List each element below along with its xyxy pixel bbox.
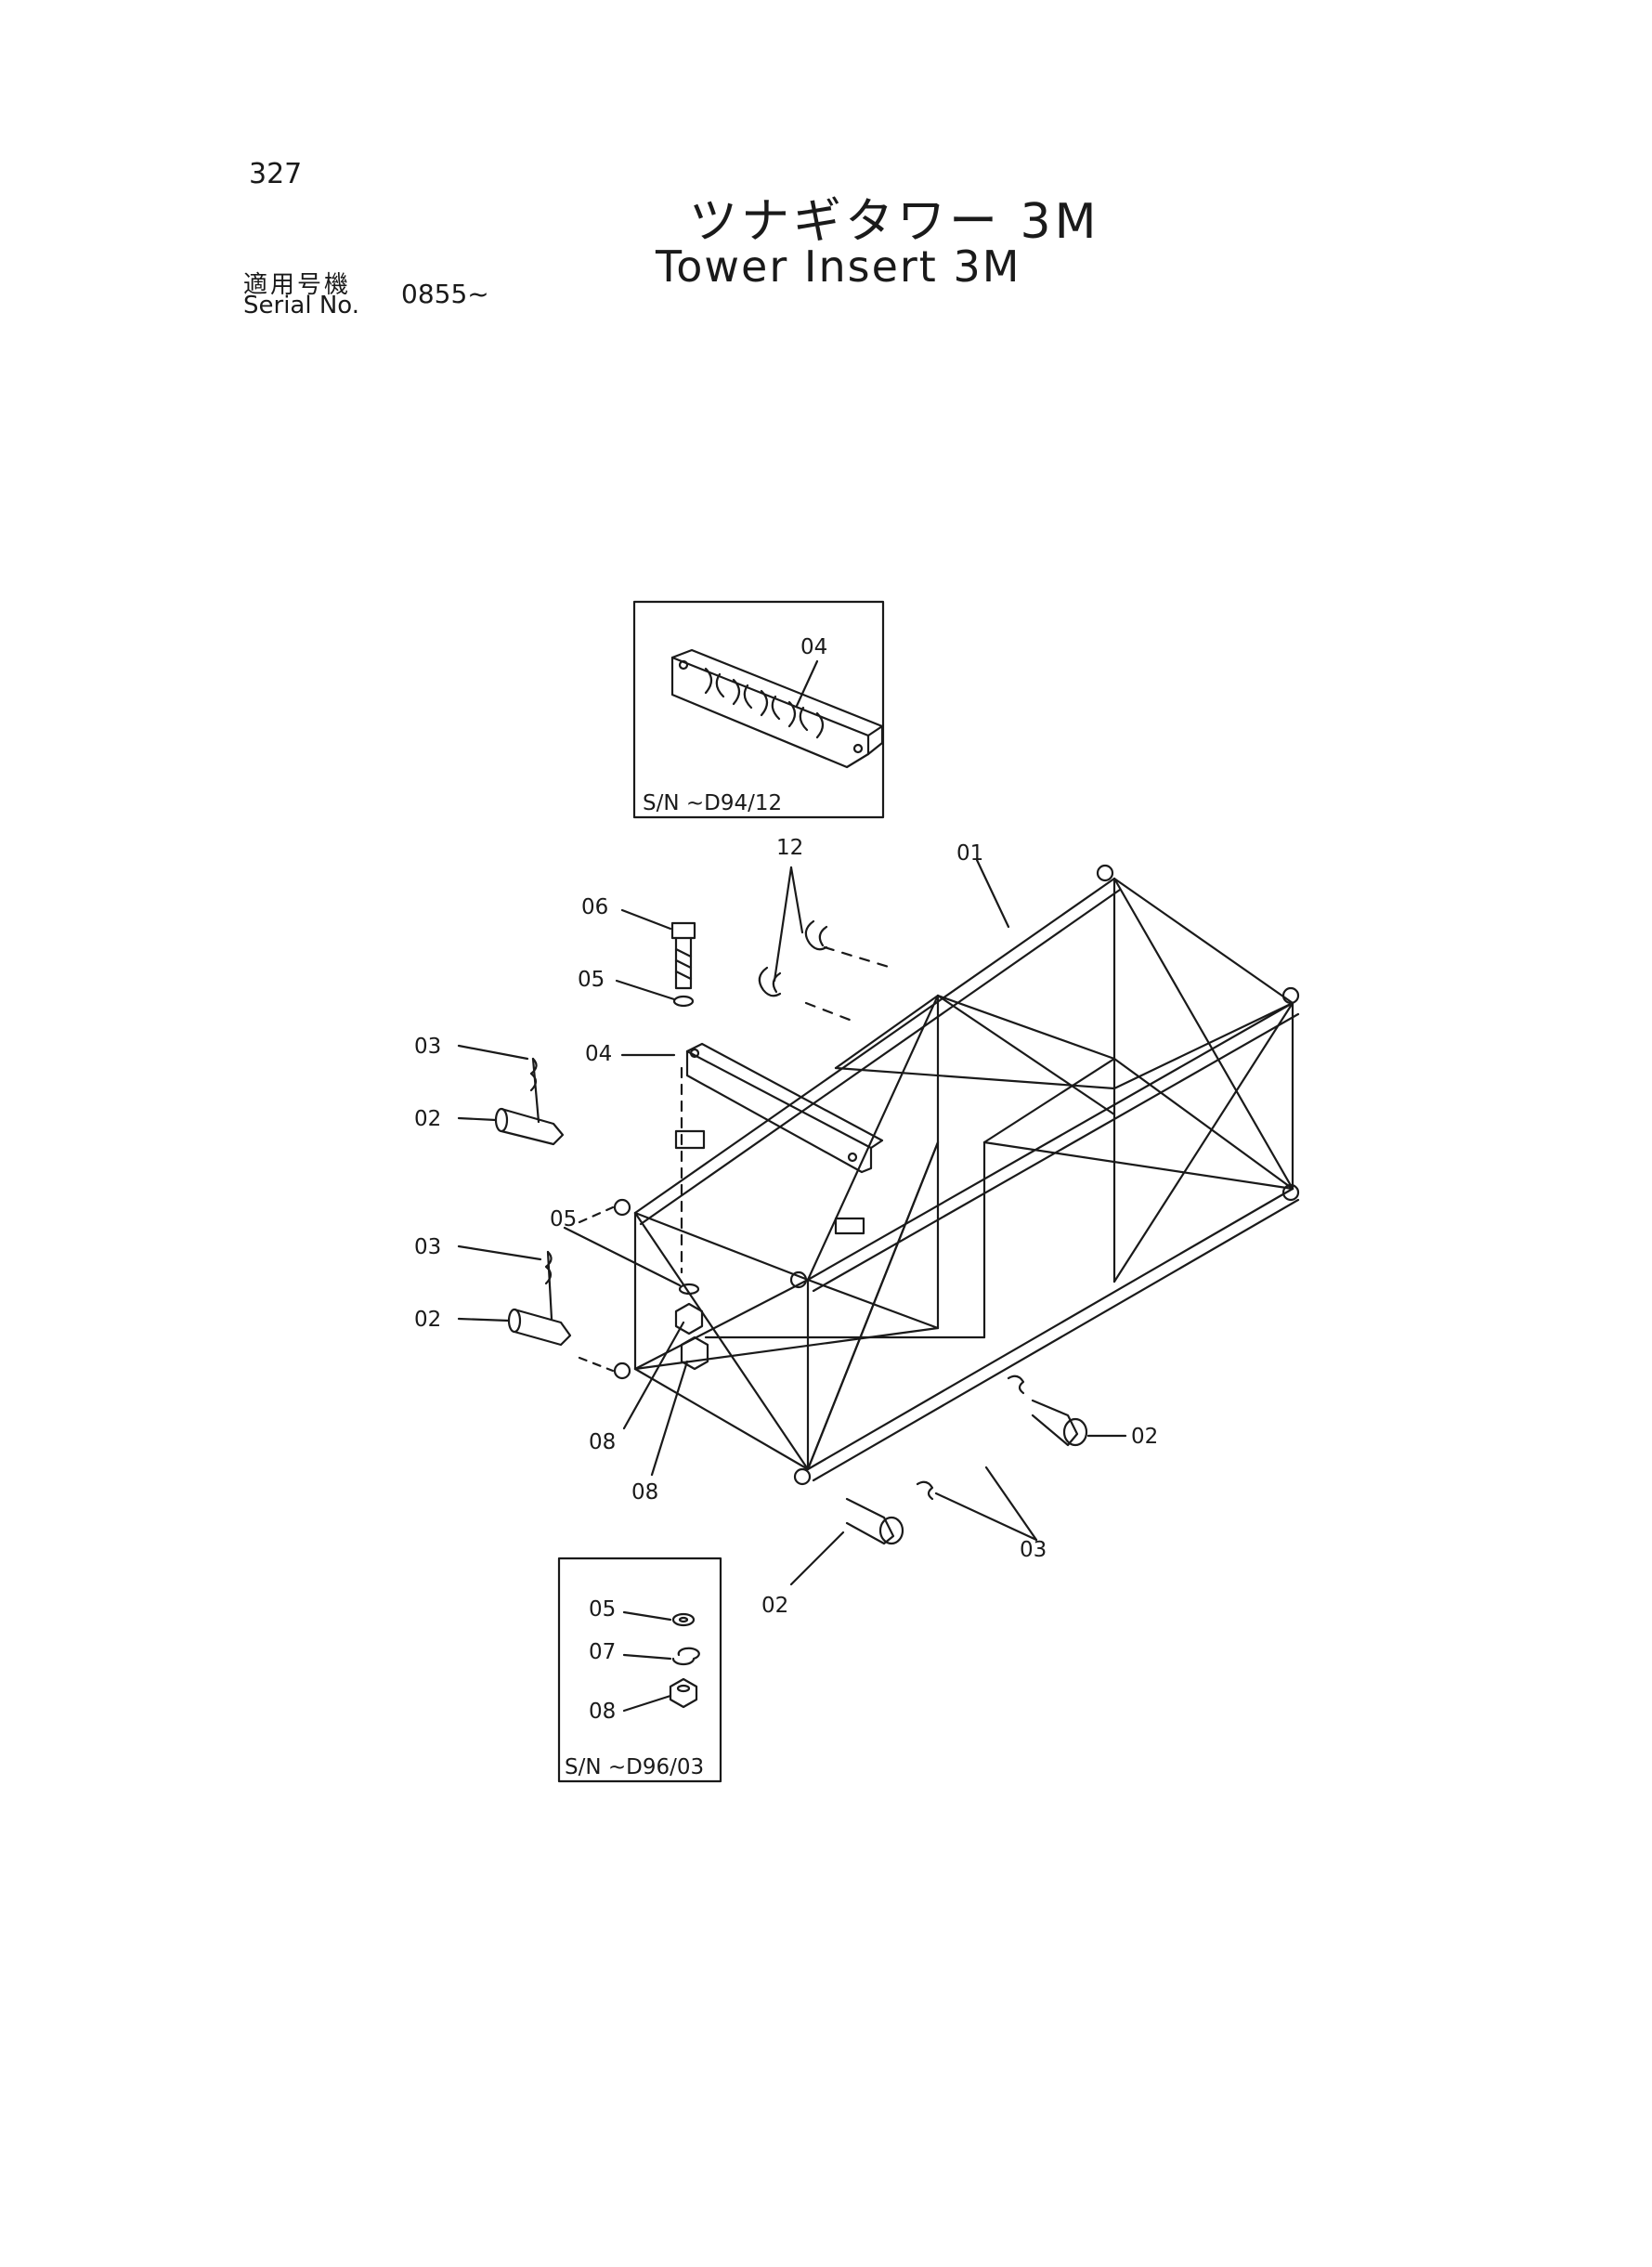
callout-06: 06	[581, 895, 608, 919]
pin-02-left-lower	[507, 1250, 572, 1347]
callout-05-inset: 05	[589, 1597, 616, 1622]
serial-number-value: 0855~	[401, 279, 489, 309]
callout-05-lower: 05	[550, 1207, 577, 1231]
callout-02-bottom: 02	[761, 1594, 788, 1618]
serial-label-japanese: 適用号機	[243, 271, 352, 299]
callout-04-beam: 04	[585, 1042, 612, 1066]
inset-box-top	[632, 600, 885, 819]
callout-08-inset: 08	[589, 1700, 616, 1724]
pin-02-bottom	[845, 1480, 934, 1545]
callout-02-right: 02	[1131, 1425, 1158, 1449]
pin-02-right	[1007, 1375, 1088, 1447]
callout-02-upper: 02	[414, 1107, 441, 1131]
serial-label-english: Serial No.	[243, 292, 359, 319]
callout-03-upper: 03	[414, 1035, 441, 1059]
nut-stack-08	[674, 1283, 709, 1371]
bolt-06	[670, 921, 696, 1008]
callout-08-left: 08	[589, 1430, 616, 1454]
pin-02-left-upper	[494, 1057, 565, 1146]
callout-12: 12	[776, 836, 803, 860]
callout-01: 01	[956, 841, 983, 866]
tower-beam-04	[680, 1042, 884, 1274]
callout-08-right: 08	[631, 1480, 658, 1505]
inset-top-sn-label: S/N ~D94/12	[643, 791, 782, 815]
clamp-12	[758, 919, 828, 997]
callout-03-bottom: 03	[1020, 1538, 1047, 1562]
callout-02-lower: 02	[414, 1308, 441, 1332]
leader-lines	[457, 858, 1127, 1586]
callout-03-lower: 03	[414, 1235, 441, 1259]
callout-04-inset: 04	[800, 635, 827, 659]
title-english: Tower Insert 3M	[656, 241, 1021, 292]
title-japanese: ツナギタワー 3M	[689, 194, 1100, 250]
inset-bottom-sn-label: S/N ~D96/03	[565, 1755, 704, 1779]
tower-frame	[578, 864, 1300, 1486]
page-number: 327	[249, 158, 303, 190]
inset-box-bottom	[557, 1557, 722, 1783]
callout-07-inset: 07	[589, 1640, 616, 1664]
callout-05-upper: 05	[578, 968, 605, 992]
